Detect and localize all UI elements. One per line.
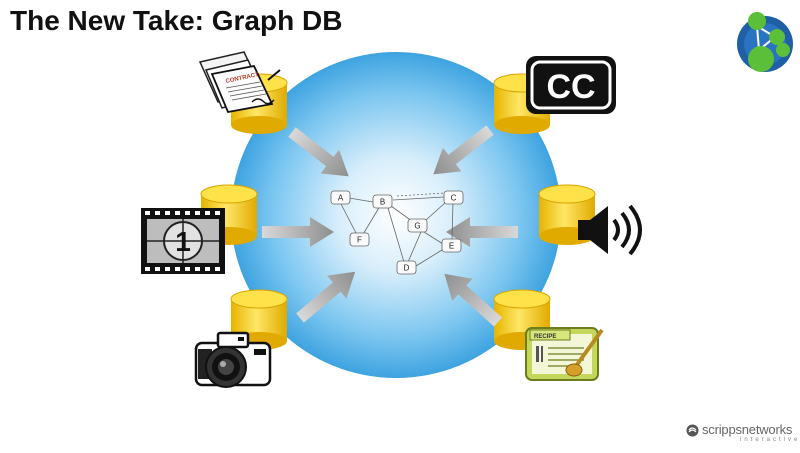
closed-caption-text: CC [546, 68, 595, 106]
graph-node-label: C [451, 194, 457, 203]
graph-node-label: F [357, 236, 362, 245]
company-logo-icon [686, 424, 699, 437]
graph-edges [340, 192, 454, 267]
graph-node-label: B [380, 198, 385, 207]
speaker-icon [578, 204, 642, 256]
closed-caption-icon: CC [526, 56, 616, 114]
graph-node-label: D [404, 264, 410, 273]
company-subtitle: interactive [740, 437, 800, 443]
slide-title: The New Take: Graph DB [10, 5, 343, 36]
film-countdown-icon: 1 [141, 208, 225, 274]
graph-logo-icon [737, 12, 793, 72]
graph-node-label: G [414, 222, 420, 231]
recipe-card-icon: RECIPE [525, 327, 604, 381]
company-branding: scrippsnetworks interactive [686, 422, 798, 450]
graph-node-label: E [449, 242, 454, 251]
company-name: scrippsnetworks [702, 422, 793, 437]
graph-node-label: A [338, 194, 344, 203]
contract-document-icon: CONTRACT [198, 51, 281, 114]
graph-nodes: A B C F G E D [330, 190, 464, 275]
camera-icon [194, 331, 272, 388]
recipe-card-label: RECIPE [534, 334, 556, 340]
countdown-number: 1 [175, 226, 191, 257]
